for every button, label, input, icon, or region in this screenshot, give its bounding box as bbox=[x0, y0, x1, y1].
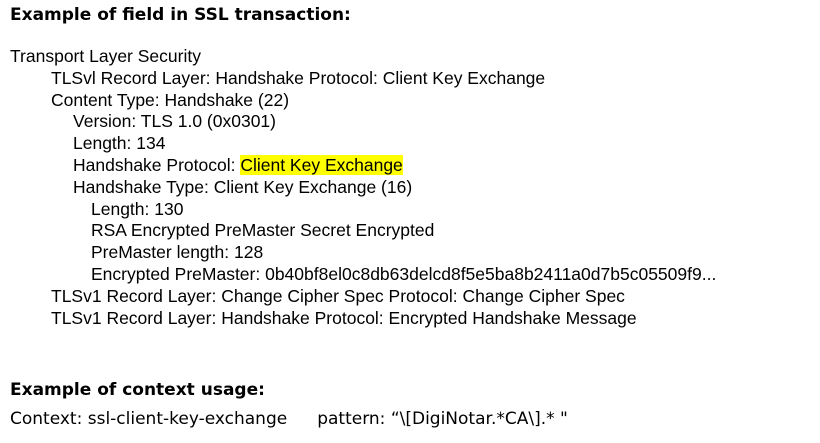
tree-handshake-type: Handshake Type: Client Key Exchange (16) bbox=[73, 176, 413, 197]
section-heading-ssl-field: Example of field in SSL transaction: bbox=[10, 5, 351, 25]
tree-premaster-length: PreMaster length: 128 bbox=[91, 242, 264, 263]
tree-length-2: Length: 130 bbox=[91, 198, 184, 219]
section-heading-context-usage: Example of context usage: bbox=[10, 380, 265, 400]
tree-version: Version: TLS 1.0 (0x0301) bbox=[73, 111, 276, 132]
tree-record-layer-3: TLSv1 Record Layer: Handshake Protocol: … bbox=[51, 307, 637, 328]
pattern-value: pattern: “\[DigiNotar.*CA\].* " bbox=[317, 409, 568, 429]
handshake-protocol-label: Handshake Protocol: bbox=[73, 154, 241, 175]
protocol-tree: Transport Layer Security TLSvl Record La… bbox=[0, 46, 716, 329]
highlighted-field-value: Client Key Exchange bbox=[240, 154, 403, 175]
context-usage-line: Context: ssl-client-key-exchange pattern:… bbox=[10, 407, 568, 431]
tree-content-type: Content Type: Handshake (22) bbox=[51, 89, 290, 110]
tree-handshake-protocol: Handshake Protocol: Client Key Exchange bbox=[0, 154, 716, 177]
tree-record-layer-2: TLSv1 Record Layer: Change Cipher Spec P… bbox=[51, 285, 625, 306]
tree-root: Transport Layer Security bbox=[10, 46, 201, 66]
context-value: Context: ssl-client-key-exchange bbox=[10, 409, 288, 429]
tree-length-1: Length: 134 bbox=[73, 133, 166, 154]
tree-record-layer-1: TLSvl Record Layer: Handshake Protocol: … bbox=[51, 67, 546, 88]
tree-rsa-encrypted: RSA Encrypted PreMaster Secret Encrypted bbox=[91, 220, 435, 241]
tree-encrypted-premaster: Encrypted PreMaster: 0b40bf8el0c8db63del… bbox=[91, 263, 717, 284]
